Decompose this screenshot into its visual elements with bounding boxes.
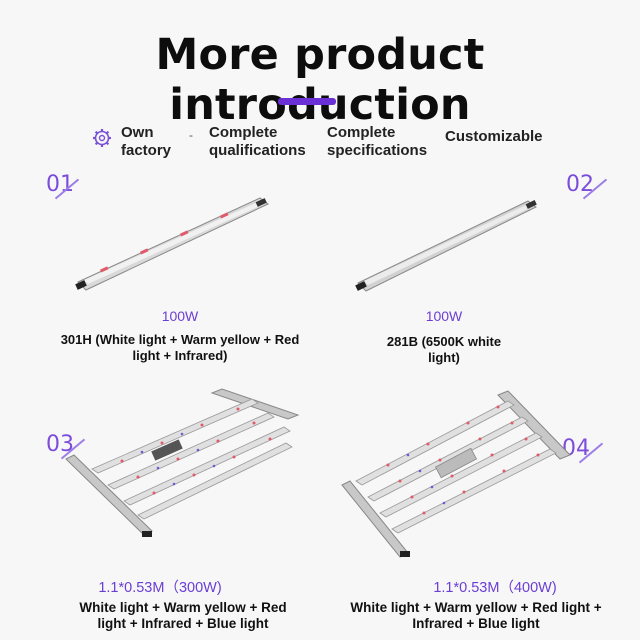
product-image-281b xyxy=(355,200,537,292)
feature-customizable: Customizable xyxy=(445,128,543,145)
product-desc-02: 281B (6500K white light) xyxy=(386,334,502,365)
product-power-02: 100W xyxy=(425,308,463,324)
product-power-04: 1.1*0.53M（400W) xyxy=(433,580,557,596)
product-desc-01: 301H (White light + Warm yellow + Red li… xyxy=(60,332,300,363)
product-desc-04: White light + Warm yellow + Red light + … xyxy=(350,600,602,631)
product-image-300w xyxy=(65,388,300,537)
product-image-301h xyxy=(75,197,269,291)
product-power-03: 1.1*0.53M（300W) xyxy=(98,580,222,596)
title-underline xyxy=(278,98,336,105)
page-title: More product introduction xyxy=(155,30,485,130)
product-power-01: 100W xyxy=(161,308,199,324)
product-desc-03: White light + Warm yellow + Red light + … xyxy=(79,600,287,631)
product-image-400w xyxy=(341,390,571,558)
gear-icon xyxy=(93,129,111,147)
divider-dash: - xyxy=(189,128,193,142)
